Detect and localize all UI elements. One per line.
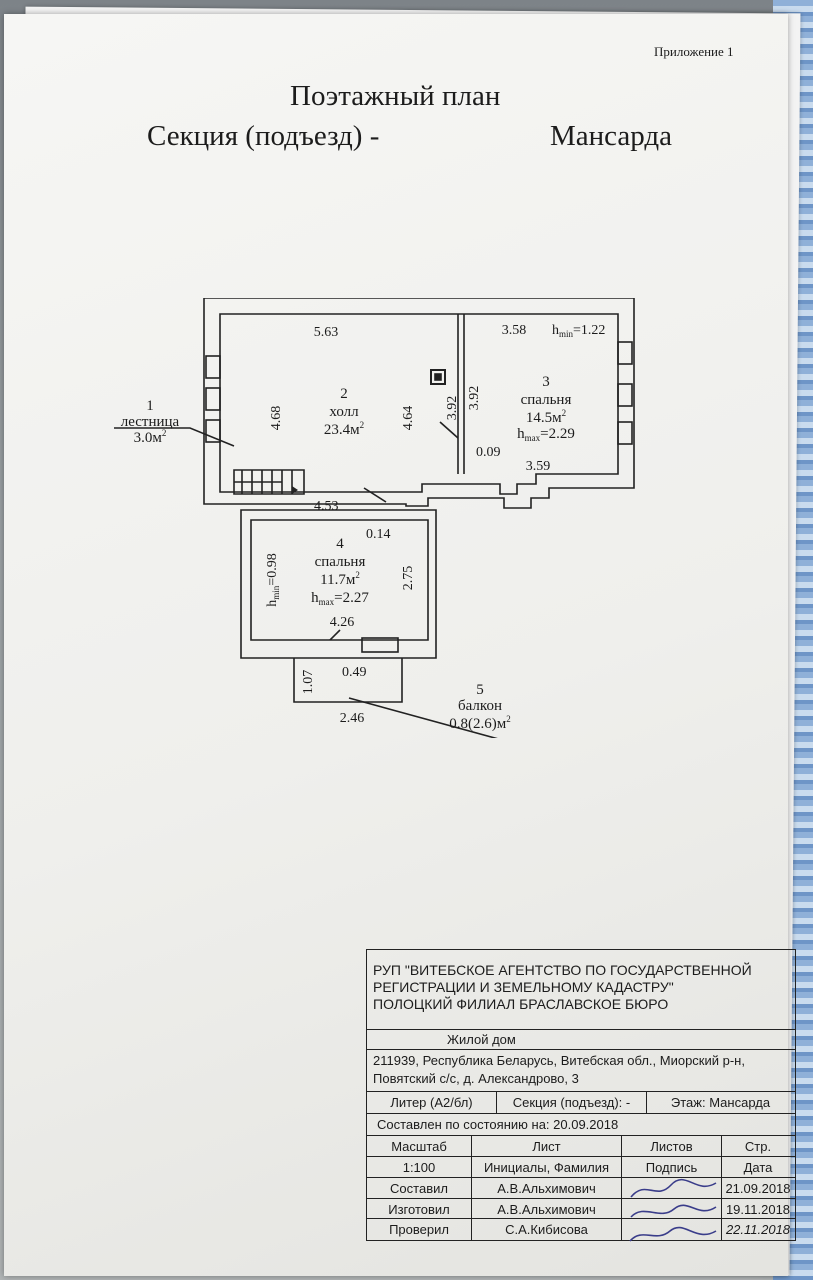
title-block: РУП "ВИТЕБСКОЕ АГЕНТСТВО ПО ГОСУДАРСТВЕН…	[366, 949, 796, 1220]
appendix-label: Приложение 1	[654, 44, 734, 59]
person-name: А.В.Альхимович	[472, 1199, 622, 1220]
dim-hall-right: 4.64	[401, 406, 416, 431]
signature-mark	[629, 1226, 717, 1242]
room2-area: 23.4м2	[324, 420, 364, 438]
room2-number: 2	[340, 386, 348, 402]
org-line-1: РУП "ВИТЕБСКОЕ АГЕНТСТВО ПО ГОСУДАРСТВЕН…	[373, 962, 752, 978]
room1-number: 1	[146, 398, 154, 414]
dim-bed4-right: 2.75	[401, 566, 416, 591]
col-scale: Масштаб	[367, 1136, 472, 1156]
address-line-2: Повятский с/с, д. Александрово, 3	[373, 1071, 579, 1086]
room3-number: 3	[542, 374, 550, 390]
org-line-2: РЕГИСТРАЦИИ И ЗЕМЕЛЬНОМУ КАДАСТРУ"	[373, 979, 674, 995]
floor-plan: 5.63 3.58 hmin=1.22 4.68 4.64 3.92 3.92 …	[114, 298, 635, 738]
person-name: А.В.Альхимович	[472, 1178, 622, 1198]
table-row: Составил А.В.Альхимович 21.09.2018	[367, 1178, 795, 1199]
col-name: Инициалы, Фамилия	[472, 1157, 622, 1177]
dim-balcony-gap: 0.49	[342, 665, 367, 680]
liter-row: Литер (А2/бл) Секция (подъезд): - Этаж: …	[367, 1092, 795, 1114]
col-page: Стр.	[744, 1139, 772, 1154]
inner-wall	[219, 313, 619, 495]
signature-mark	[630, 1204, 717, 1218]
dim-hall-left: 4.68	[269, 406, 284, 431]
room3-height: hmax=2.29	[517, 426, 575, 443]
dim-bed3-top: 3.58	[502, 323, 527, 338]
col-date: Дата	[743, 1160, 773, 1175]
room1-area: 3.0м2	[134, 428, 167, 446]
dim-bed3-bottom: 3.59	[526, 459, 551, 474]
balcony-leader	[348, 697, 498, 738]
room4-height: hmax=2.27	[311, 590, 369, 607]
outer-wall	[203, 298, 635, 509]
date: 19.11.2018	[725, 1202, 791, 1217]
section-field: Секция (подъезд): -	[497, 1092, 647, 1113]
role: Изготовил	[367, 1199, 472, 1220]
dim-wall-b: 3.92	[467, 386, 482, 411]
partition-wall	[457, 314, 465, 474]
date: 22.11.2018	[725, 1222, 791, 1237]
address-line-1: 211939, Республика Беларусь, Витебская о…	[373, 1053, 745, 1068]
person-name: С.А.Кибисова	[472, 1219, 622, 1240]
room5-area: 0.8(2.6)м2	[449, 714, 510, 732]
org-line-3: ПОЛОЦКИЙ ФИЛИАЛ БРАСЛАВСКОЕ БЮРО	[373, 996, 669, 1012]
table-row: Проверил С.А.Кибисова 22.11.2018	[366, 1219, 796, 1241]
date: 21.09.2018	[725, 1181, 791, 1196]
role: Проверил	[367, 1219, 472, 1240]
organization: РУП "ВИТЕБСКОЕ АГЕНТСТВО ПО ГОСУДАРСТВЕН…	[367, 950, 795, 1030]
bedroom4-wall-outer	[240, 509, 437, 659]
signature-cell	[622, 1219, 722, 1240]
dim-bed4-left: hmin=0.98	[265, 553, 281, 606]
signature-mark	[630, 1178, 717, 1198]
balcony-outline	[293, 658, 403, 703]
room4-area: 11.7м2	[320, 570, 360, 588]
signature-cell	[622, 1199, 722, 1220]
stair-leader	[114, 427, 235, 447]
dim-door-gap: 0.14	[366, 527, 391, 542]
col-sheet: Лист	[472, 1136, 622, 1156]
object-name: Жилой дом	[367, 1030, 795, 1050]
dim-hall-bottom: 4.53	[314, 499, 339, 514]
room3-area: 14.5м2	[526, 408, 566, 426]
role: Составил	[367, 1178, 472, 1198]
dim-bed4-bottom: 4.26	[330, 615, 355, 630]
section-label: Секция (подъезд) -	[147, 120, 380, 152]
col-sheets: Листов	[622, 1136, 722, 1156]
room4-name: спальня	[315, 554, 366, 570]
dim-hall-top: 5.63	[314, 325, 339, 340]
floor-field: Этаж: Мансарда	[670, 1095, 771, 1110]
room3-name: спальня	[521, 392, 572, 408]
room5-number: 5	[476, 682, 484, 698]
bedroom4-wall-inner	[250, 519, 429, 641]
signature-cell	[622, 1178, 722, 1198]
state-date: Составлен по состоянию на: 20.09.2018	[367, 1114, 795, 1136]
dim-balcony-bottom: 2.46	[340, 711, 365, 726]
liter: Литер (А2/бл)	[367, 1092, 497, 1113]
document-sheet: Приложение 1 Поэтажный план Секция (подъ…	[4, 14, 796, 1276]
header-row-2: 1:100 Инициалы, Фамилия Подпись Дата	[367, 1157, 795, 1178]
floor-label: Мансарда	[550, 120, 673, 152]
room5-name: балкон	[458, 698, 502, 714]
dim-wall-a: 3.92	[445, 396, 460, 421]
col-signature: Подпись	[622, 1157, 722, 1177]
page-title: Поэтажный план	[290, 80, 501, 112]
header-row: Масштаб Лист Листов Стр.	[367, 1136, 795, 1157]
room4-number: 4	[336, 536, 344, 552]
room2-name: холл	[329, 404, 359, 420]
room1-name: лестница	[121, 414, 180, 430]
dim-hmin-top: hmin=1.22	[552, 323, 605, 339]
address: 211939, Республика Беларусь, Витебская о…	[367, 1050, 795, 1092]
dim-bed3-gap: 0.09	[476, 445, 501, 460]
scale-value: 1:100	[367, 1157, 472, 1177]
table-row: Изготовил А.В.Альхимович 19.11.2018	[367, 1199, 795, 1220]
dim-balcony-left: 1.07	[301, 670, 316, 695]
